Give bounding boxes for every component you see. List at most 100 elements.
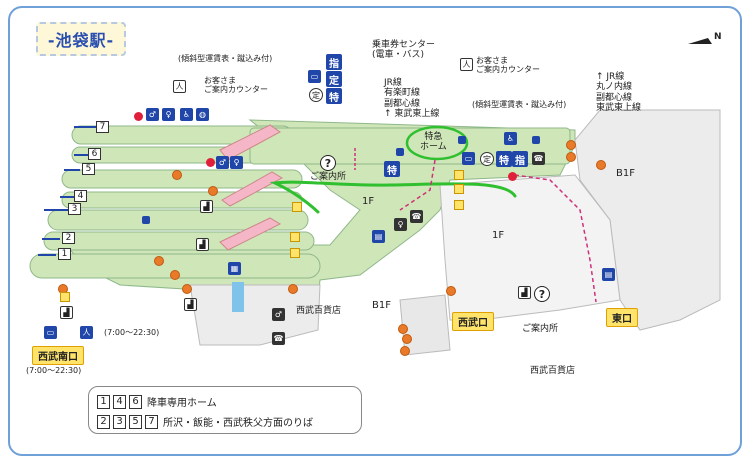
- ticket-icon-right: ▭: [462, 152, 475, 165]
- locker-5: [290, 248, 300, 258]
- floor-1f-right: 1F: [492, 230, 505, 241]
- restroom-icon-female: ♀: [162, 108, 175, 121]
- platform-number-1: 1: [58, 248, 71, 260]
- guide-counter-right: お客さま ご案内カウンター: [476, 56, 540, 75]
- platform-strip-4: [61, 191, 303, 209]
- platform-number-4: 4: [74, 190, 87, 202]
- toku-badge-right: 特: [496, 151, 512, 167]
- info-center-lower-label: ご案内所: [522, 324, 559, 334]
- exit-seibu-minami[interactable]: 西武南口: [32, 346, 84, 365]
- platform-number-5: 5: [82, 163, 95, 175]
- locker-3: [454, 200, 464, 210]
- red-dot-3: [508, 172, 517, 181]
- orange-dot-4: [170, 270, 180, 280]
- escalator-3: [219, 217, 282, 251]
- stairs-icon-4: ▟: [184, 298, 197, 311]
- red-dot-1: [134, 112, 143, 121]
- green-circle: [405, 125, 469, 161]
- wheelchair-icon: ♿: [180, 108, 193, 121]
- pink-route-2: [514, 174, 597, 303]
- orange-dot-2: [208, 186, 218, 196]
- orange-dot-1: [172, 170, 182, 180]
- platform-strip-3: [47, 209, 309, 231]
- phone-icon-3: ☎: [272, 332, 285, 345]
- blue-column: [232, 282, 244, 312]
- pink-route-1: [399, 159, 436, 211]
- ticket-center-label: 乗車券センター (電車・バス): [372, 40, 436, 61]
- green-route: [269, 180, 517, 214]
- station-title: -池袋駅-: [36, 22, 126, 56]
- legend-num: 3: [113, 414, 126, 429]
- floor-b1f-right: B1F: [616, 168, 635, 179]
- locker-4: [290, 232, 300, 242]
- platform-arrow-6: [74, 154, 88, 156]
- jr-lines-right: ↑ JR線 丸ノ内線 副都心線 東武東上線: [596, 72, 642, 114]
- commuter-pass-badge: 定: [326, 71, 342, 87]
- orange-dot-9: [596, 160, 606, 170]
- legend-row-departure: 2 3 5 7 所沢・飯能・西武秩父方面のりば: [97, 414, 313, 429]
- square-marker-2: [532, 136, 540, 144]
- locker-6: [292, 202, 302, 212]
- platform-arrow-2: [42, 238, 60, 240]
- platform-arrow-5: [64, 169, 80, 171]
- legend-num: 5: [129, 414, 142, 429]
- compass-arrow: [688, 38, 712, 44]
- exit-seibu[interactable]: 西武口: [452, 312, 494, 331]
- square-marker-1: [142, 216, 150, 224]
- legend-departure-text: 所沢・飯能・西武秩父方面のりば: [163, 418, 313, 429]
- legend-num: 7: [145, 414, 158, 429]
- platform-number-6: 6: [88, 148, 101, 160]
- platform-number-3: 3: [68, 203, 81, 215]
- guide-counter-left: お客さま ご案内カウンター: [204, 76, 268, 95]
- orange-dot-7: [566, 140, 576, 150]
- slope-fare-label-1: (傾斜型運賃表・蹴込み付): [178, 54, 273, 63]
- ticket-icon-lower: ▭: [44, 326, 57, 339]
- platform-arrow-3: [44, 209, 68, 211]
- square-marker-4: [396, 148, 404, 156]
- seibu-dept-right: 西武百貨店: [530, 366, 576, 376]
- slope-fare-label-2: (傾斜型運賃表・蹴込み付): [472, 100, 567, 109]
- locker-1: [454, 170, 464, 180]
- escalator-2: [221, 171, 284, 207]
- platform-number-2: 2: [62, 232, 75, 244]
- legend-num: 1: [97, 394, 110, 409]
- orange-dot-12: [402, 334, 412, 344]
- platform-strip-5: [61, 169, 303, 189]
- platform-arrow-7: [74, 126, 96, 128]
- tokkyu-home-label: 特急 ホーム: [420, 132, 447, 153]
- tei-circle-right: 定: [480, 152, 494, 166]
- info-question-icon: ?: [320, 155, 336, 171]
- floor-1f-left: 1F: [362, 196, 375, 207]
- platform-number-7: 7: [96, 121, 109, 133]
- orange-dot-10: [446, 286, 456, 296]
- locker-7: [60, 292, 70, 302]
- platform-strip-2: [43, 231, 315, 251]
- elevator-icon: ▦: [228, 262, 241, 275]
- commuter-pass-circle: 定: [309, 88, 323, 102]
- stairs-icon-5: ▟: [60, 306, 73, 319]
- compass-label: N: [714, 32, 722, 42]
- exit-higashi[interactable]: 東口: [606, 308, 638, 327]
- shitei-badge-right: 指: [512, 151, 528, 167]
- orange-dot-8: [566, 152, 576, 162]
- guide-icon-lower: 人: [80, 326, 93, 339]
- restroom-icon-b1f: ♀: [394, 218, 407, 231]
- restroom-icon-3: ♀: [230, 156, 243, 169]
- stairs-icon-2: ▟: [196, 238, 209, 251]
- wheelchair-icon-right: ♿: [504, 132, 517, 145]
- toku-badge-lower: 特: [384, 161, 400, 177]
- restroom-icon-upper: [392, 146, 405, 159]
- escalator-icon-lower: ▤: [372, 230, 385, 243]
- orange-dot-6: [288, 284, 298, 294]
- stairs-icon-1: ▟: [200, 200, 213, 213]
- baby-icon: ◍: [196, 108, 209, 121]
- orange-dot-11: [398, 324, 408, 334]
- legend-arrival-text: 降車専用ホーム: [147, 398, 217, 409]
- reserved-seat-badge: 指: [326, 54, 342, 70]
- seibu-dept-left: 西武百貨店: [296, 306, 342, 316]
- info-center-label: ご案内所: [310, 172, 347, 182]
- phone-icon: ☎: [532, 152, 545, 165]
- floor-b1f-center: B1F: [372, 300, 391, 311]
- legend-num: 4: [113, 394, 126, 409]
